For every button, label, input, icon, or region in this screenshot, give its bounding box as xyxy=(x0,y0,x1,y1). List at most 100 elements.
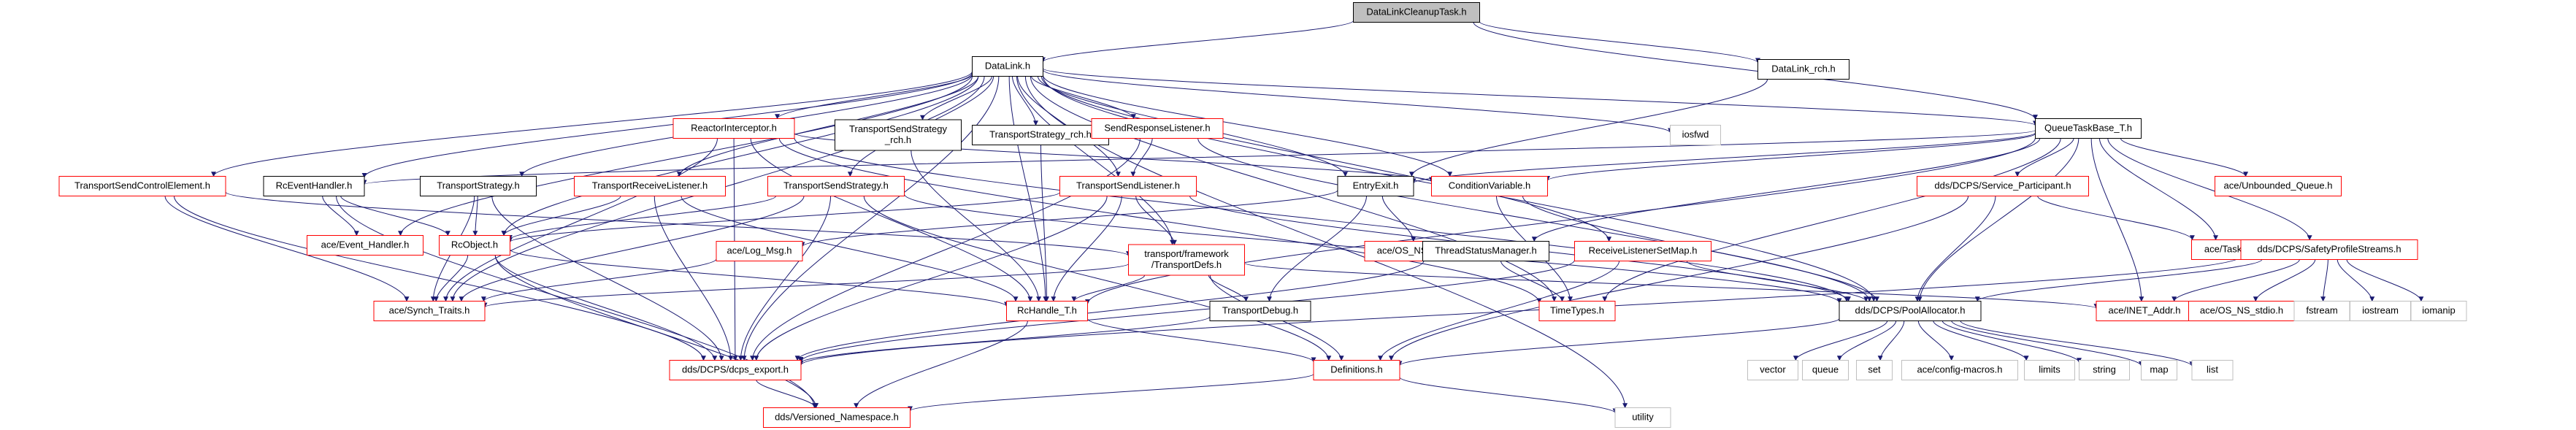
dependency-edge-48 xyxy=(1040,145,1049,302)
graph-node-7[interactable]: TransportStrategy_rch.h xyxy=(972,125,1109,145)
node-label: _rch.h xyxy=(884,134,911,145)
node-box xyxy=(1757,59,1849,80)
dependency-edge-86 xyxy=(2346,259,2424,302)
graph-node-31[interactable]: RcHandle_T.h xyxy=(1006,301,1088,321)
node-label: iosfwd xyxy=(1682,129,1709,140)
graph-node-25[interactable]: ace/Log_Msg.h xyxy=(716,241,803,261)
node-box xyxy=(1313,360,1400,380)
dependency-edge-44 xyxy=(794,137,1849,302)
graph-node-24[interactable]: RcObject.h xyxy=(439,235,510,256)
graph-node-40[interactable]: dds/DCPS/dcps_export.h xyxy=(669,360,802,380)
dependency-edge-25 xyxy=(1030,76,1557,302)
graph-node-18[interactable]: ConditionVariable.h xyxy=(1431,176,1548,196)
node-box xyxy=(1614,407,1671,428)
dependency-edge-29 xyxy=(1411,132,2036,184)
node-label: iostream xyxy=(2362,305,2399,316)
graph-node-12[interactable]: RcEventHandler.h xyxy=(263,176,365,196)
graph-node-14[interactable]: TransportReceiveListener.h xyxy=(574,176,726,196)
node-box xyxy=(1006,301,1088,321)
graph-node-5[interactable]: ReactorInterceptor.h xyxy=(672,118,795,139)
node-box xyxy=(1538,301,1616,321)
node-label: TransportDebug.h xyxy=(1222,305,1298,316)
node-label: TransportSendStrategy.h xyxy=(783,180,889,191)
node-label: ace/Log_Msg.h xyxy=(727,245,792,256)
graph-node-19[interactable]: dds/DCPS/Service_Participant.h xyxy=(1917,176,2089,196)
dependency-edge-88 xyxy=(798,256,2242,366)
graph-node-30[interactable]: ace/Synch_Traits.h xyxy=(373,301,486,321)
dependency-edge-41 xyxy=(750,138,1033,302)
dependency-edge-35 xyxy=(1917,138,2079,302)
graph-node-15[interactable]: TransportSendStrategy.h xyxy=(767,176,905,196)
node-box xyxy=(972,125,1109,145)
graph-node-13[interactable]: TransportStrategy.h xyxy=(420,176,537,196)
dependency-edge-53 xyxy=(164,196,410,302)
dependency-edge-107 xyxy=(1397,318,1840,366)
dependency-edge-114 xyxy=(1951,320,2144,366)
graph-node-8[interactable]: SendResponseListener.h xyxy=(1091,118,1224,139)
node-box xyxy=(373,301,486,321)
dependency-edge-115 xyxy=(1960,320,2195,367)
node-box xyxy=(2410,301,2467,321)
dependency-edge-103 xyxy=(1378,261,1620,361)
node-label: vector xyxy=(1760,364,1786,375)
dependency-edge-56 xyxy=(340,196,451,237)
dependency-edge-117 xyxy=(1399,377,1618,414)
graph-node-50[interactable]: dds/Versioned_Namespace.h xyxy=(763,407,911,428)
graph-node-32[interactable]: TransportDebug.h xyxy=(1209,301,1311,321)
dependency-edge-32 xyxy=(2120,138,2249,177)
graph-node-2[interactable]: DataLink.h xyxy=(972,56,1043,77)
dependency-edge-49 xyxy=(1130,138,1153,177)
dependency-edge-27 xyxy=(1008,76,1049,302)
graph-node-6[interactable]: TransportSendStrategy_rch.h xyxy=(835,119,962,151)
graph-node-37: fstream xyxy=(2293,301,2350,321)
dependency-edge-113 xyxy=(1941,320,2082,364)
dependency-edge-80 xyxy=(1388,196,1969,361)
graph-node-36[interactable]: ace/OS_NS_stdio.h xyxy=(2188,301,2295,321)
dependency-edge-23 xyxy=(1016,76,1176,245)
dependency-edge-1 xyxy=(1040,20,1354,63)
node-box xyxy=(2096,301,2193,321)
dependency-edge-85 xyxy=(2337,259,2375,302)
dependency-edge-90 xyxy=(510,249,1009,307)
dependency-edge-11 xyxy=(211,71,973,177)
dependency-edge-45 xyxy=(443,138,718,302)
dependency-edge-34 xyxy=(2107,138,2312,241)
dependency-edge-100 xyxy=(794,261,1425,361)
graph-node-34[interactable]: dds/DCPS/PoolAllocator.h xyxy=(1839,301,1982,321)
graph-node-17[interactable]: EntryExit.h xyxy=(1337,176,1414,196)
dependency-edge-38 xyxy=(1602,138,2061,302)
dependency-edge-6 xyxy=(920,76,992,120)
graph-node-4[interactable]: QueueTaskBase_T.h xyxy=(2035,118,2142,139)
node-box xyxy=(763,407,911,428)
graph-node-20[interactable]: ace/Unbounded_Queue.h xyxy=(2215,176,2342,196)
dependency-edge-51 xyxy=(1197,138,1872,302)
graph-node-9: iosfwd xyxy=(1670,125,1721,145)
graph-node-41[interactable]: Definitions.h xyxy=(1313,360,1400,380)
dependency-edge-14 xyxy=(676,76,979,177)
graph-node-26[interactable]: transport/framework/TransportDefs.h xyxy=(1128,244,1245,276)
graph-node-35[interactable]: ace/INET_Addr.h xyxy=(2096,301,2193,321)
node-label: DataLinkCleanupTask.h xyxy=(1366,7,1466,18)
dependency-edge-94 xyxy=(1071,274,1146,302)
dependency-edge-109 xyxy=(1836,320,1897,361)
node-label: dds/DCPS/PoolAllocator.h xyxy=(1855,305,1965,316)
graph-node-33[interactable]: TimeTypes.h xyxy=(1538,301,1616,321)
node-label: ThreadStatusManager.h xyxy=(1435,245,1536,256)
graph-node-10: utility xyxy=(1614,407,1671,428)
graph-node-29[interactable]: ReceiveListenerSetMap.h xyxy=(1574,241,1711,261)
node-label: ReactorInterceptor.h xyxy=(691,123,777,134)
graph-node-28[interactable]: ThreadStatusManager.h xyxy=(1422,241,1549,261)
node-label: limits xyxy=(2039,364,2061,375)
graph-node-22[interactable]: dds/DCPS/SafetyProfileStreams.h xyxy=(2240,239,2418,260)
dependency-edge-12 xyxy=(361,72,973,178)
graph-node-23[interactable]: ace/Event_Handler.h xyxy=(307,235,423,256)
dependency-edge-106 xyxy=(798,316,1211,364)
graph-node-3[interactable]: DataLink_rch.h xyxy=(1757,59,1849,80)
graph-node-16[interactable]: TransportSendListener.h xyxy=(1059,176,1197,196)
node-box xyxy=(1839,301,1982,321)
node-box xyxy=(420,176,537,196)
dependency-edge-99 xyxy=(1500,261,1565,302)
graph-node-11[interactable]: TransportSendControlElement.h xyxy=(58,176,226,196)
